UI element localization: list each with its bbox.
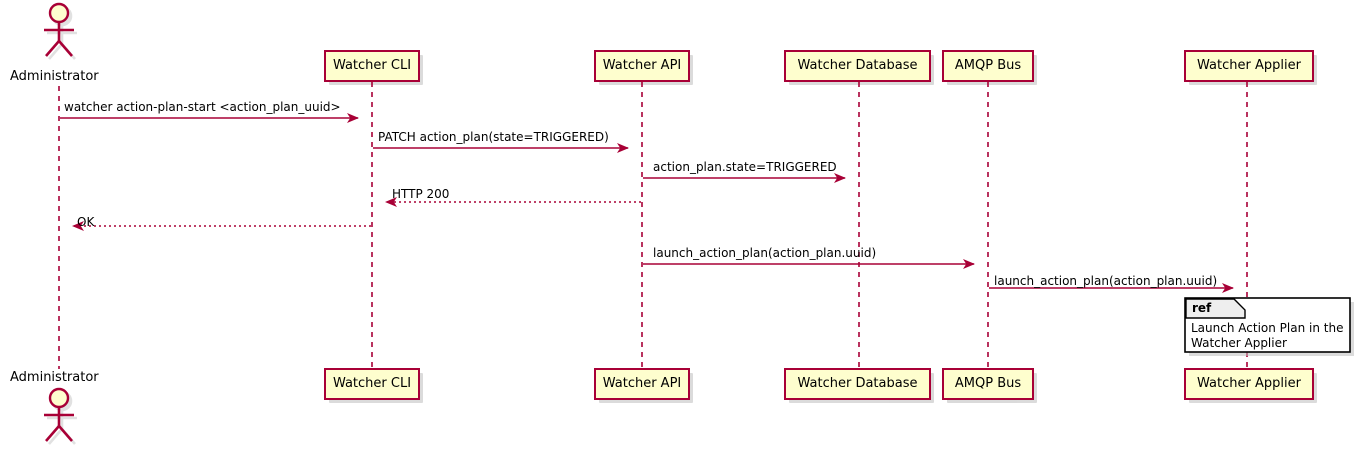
participant-box-watcher-database-bottom bbox=[784, 368, 931, 400]
participant-box-watcher-api-bottom bbox=[594, 368, 690, 400]
participant-box-watcher-api-top bbox=[594, 50, 690, 82]
participant-label-amqp-bus-bottom[interactable]: AMQP Bus bbox=[954, 376, 1022, 391]
participant-label-watcher-api-bottom[interactable]: Watcher API bbox=[602, 376, 682, 391]
actor-label-administrator-top: Administrator bbox=[10, 69, 99, 84]
message-arrows bbox=[60, 113, 1234, 293]
ref-block bbox=[1184, 297, 1354, 356]
ref-text-line-1: Launch Action Plan in the bbox=[1191, 321, 1344, 335]
actor-figure-administrator-bottom bbox=[44, 387, 77, 445]
participant-label-watcher-applier-top[interactable]: Watcher Applier bbox=[1197, 58, 1301, 73]
message-label-2: PATCH action_plan(state=TRIGGERED) bbox=[378, 130, 609, 144]
participant-label-watcher-database-bottom[interactable]: Watcher Database bbox=[797, 376, 918, 391]
actor-label-administrator-bottom: Administrator bbox=[10, 370, 99, 385]
participant-box-watcher-applier-bottom bbox=[1184, 368, 1314, 400]
message-label-5: OK bbox=[77, 215, 95, 229]
participant-label-amqp-bus-top[interactable]: AMQP Bus bbox=[954, 58, 1022, 73]
ref-text-line-2: Watcher Applier bbox=[1191, 336, 1287, 350]
participant-label-watcher-api-top[interactable]: Watcher API bbox=[602, 58, 682, 73]
ref-block-tab bbox=[1185, 298, 1246, 319]
participant-box-amqp-bus-top bbox=[942, 50, 1034, 82]
participant-label-watcher-cli-top[interactable]: Watcher CLI bbox=[332, 58, 412, 73]
message-label-6: launch_action_plan(action_plan.uuid) bbox=[653, 246, 877, 260]
actor-figure-administrator-top bbox=[44, 2, 77, 60]
participant-box-watcher-database-top bbox=[784, 50, 931, 82]
message-label-3: action_plan.state=TRIGGERED bbox=[653, 160, 837, 174]
participant-box-watcher-cli-bottom bbox=[324, 368, 420, 400]
participant-label-watcher-applier-bottom[interactable]: Watcher Applier bbox=[1197, 376, 1301, 391]
participant-box-watcher-cli-top bbox=[324, 50, 420, 82]
participant-label-watcher-cli-bottom[interactable]: Watcher CLI bbox=[332, 376, 412, 391]
message-label-7: launch_action_plan(action_plan.uuid) bbox=[994, 274, 1218, 288]
ref-keyword-label: ref bbox=[1192, 301, 1212, 315]
participant-box-watcher-applier-top bbox=[1184, 50, 1314, 82]
message-label-4: HTTP 200 bbox=[392, 187, 450, 201]
participant-label-watcher-database-top[interactable]: Watcher Database bbox=[797, 58, 918, 73]
message-label-1: watcher action-plan-start <action_plan_u… bbox=[64, 100, 341, 114]
participant-box-amqp-bus-bottom bbox=[942, 368, 1034, 400]
participant-boxes-top bbox=[324, 50, 1314, 82]
participant-boxes-bottom bbox=[324, 368, 1314, 400]
lifelines bbox=[58, 82, 1248, 369]
